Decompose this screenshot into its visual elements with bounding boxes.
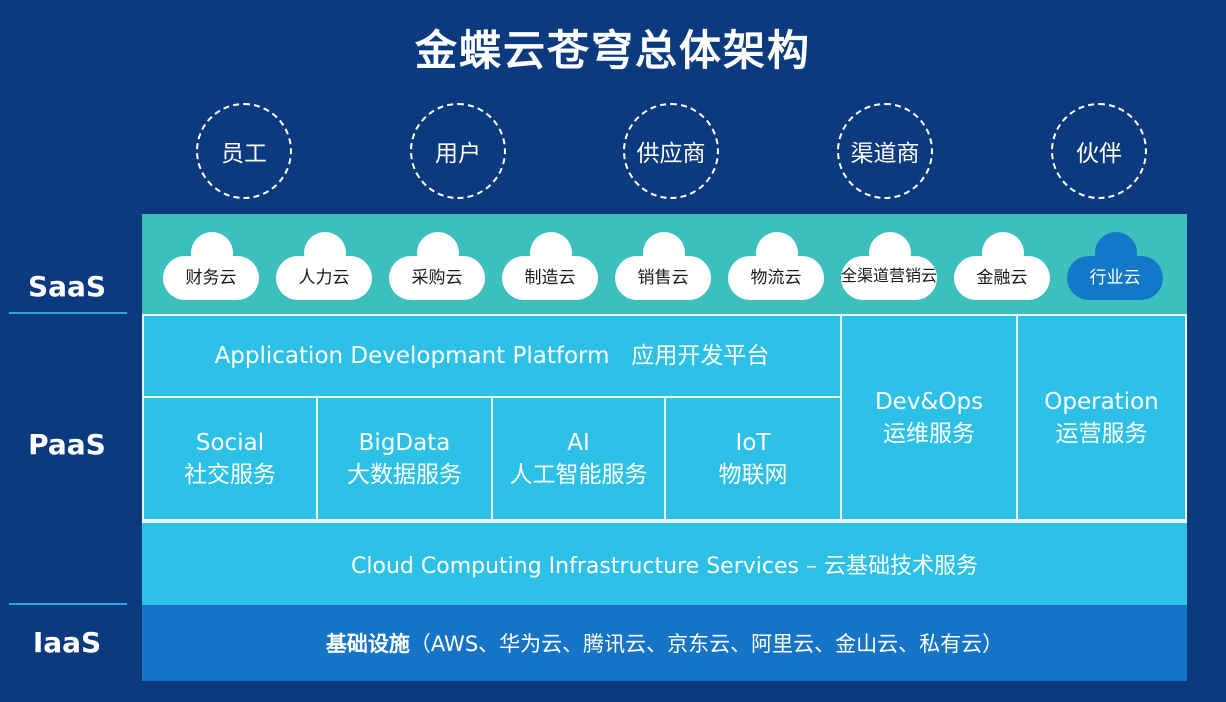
cloud-label-line1: 全渠道 xyxy=(841,266,890,285)
cloud-label: 人力云 xyxy=(298,267,350,288)
cloud-label-two-line: 全渠道 营销云 xyxy=(841,248,937,304)
module-zh: 物联网 xyxy=(718,461,788,488)
cloud-manufacturing: 制造云 xyxy=(502,232,598,300)
module-zh: 大数据服务 xyxy=(347,461,462,488)
cloud-hr: 人力云 xyxy=(276,232,372,300)
cloud-label: 金融云 xyxy=(976,267,1028,288)
app-dev-platform-label: Application Developmant Platform 应用开发平台 xyxy=(214,343,770,369)
role-partner: 伙伴 xyxy=(1051,103,1147,199)
cloud-label: 财务云 xyxy=(185,267,237,288)
cloud-label: 制造云 xyxy=(524,267,576,288)
infrastructure-label: 基础设施 xyxy=(325,632,410,656)
operation-en: Operation xyxy=(1044,389,1159,415)
cloud-label-line2: 营销云 xyxy=(889,266,938,285)
cloud-finance-service: 金融云 xyxy=(954,232,1050,300)
layer-label-paas: PaaS xyxy=(28,428,106,461)
module-en: BigData xyxy=(358,429,451,456)
role-employee: 员工 xyxy=(196,103,292,199)
layer-label-saas: SaaS xyxy=(27,270,107,303)
devops-zh: 运维服务 xyxy=(883,421,975,447)
cloud-procurement: 采购云 xyxy=(389,232,485,300)
cloud-omnichannel-marketing: 全渠道 营销云 xyxy=(841,232,937,300)
infrastructure: 基础设施（AWS、华为云、腾讯云、京东云、阿里云、金山云、私有云） xyxy=(142,605,1187,681)
cloud-logistics: 物流云 xyxy=(728,232,824,300)
cloud-finance: 财务云 xyxy=(163,232,259,300)
cloud-infra-services-label: Cloud Computing Infrastructure Services … xyxy=(351,554,978,579)
devops-service: Dev&Ops 运维服务 xyxy=(840,314,1018,521)
operation-zh: 运营服务 xyxy=(1055,421,1148,447)
cloud-industry: 行业云 xyxy=(1067,232,1163,300)
role-supplier: 供应商 xyxy=(623,103,719,199)
module-iot: IoT 物联网 xyxy=(664,396,842,521)
module-en: Social xyxy=(195,429,265,456)
module-zh: 人工智能服务 xyxy=(509,461,648,488)
cloud-label: 物流云 xyxy=(750,267,802,288)
layer-divider-saas xyxy=(9,312,127,314)
layer-label-iaas: IaaS xyxy=(32,626,102,659)
cloud-label: 行业云 xyxy=(1089,267,1141,288)
module-ai: AI 人工智能服务 xyxy=(491,396,666,521)
module-en: AI xyxy=(567,429,590,456)
cloud-infra-services: Cloud Computing Infrastructure Services … xyxy=(142,521,1187,605)
operation-service: Operation 运营服务 xyxy=(1016,314,1187,521)
page-title: 金蝶云苍穹总体架构 xyxy=(414,26,811,75)
layer-divider-iaas xyxy=(9,603,127,605)
infrastructure-providers: （AWS、华为云、腾讯云、京东云、阿里云、金山云、私有云） xyxy=(409,632,1004,656)
app-dev-platform: Application Developmant Platform 应用开发平台 xyxy=(142,314,842,398)
module-zh: 社交服务 xyxy=(184,461,276,488)
role-user: 用户 xyxy=(410,103,506,199)
cloud-sales: 销售云 xyxy=(615,232,711,300)
module-en: IoT xyxy=(735,429,771,456)
module-social: Social 社交服务 xyxy=(142,396,318,521)
cloud-label: 销售云 xyxy=(637,267,689,288)
devops-en: Dev&Ops xyxy=(874,389,984,415)
cloud-label: 采购云 xyxy=(411,267,463,288)
module-bigdata: BigData 大数据服务 xyxy=(316,396,493,521)
role-channel: 渠道商 xyxy=(837,103,933,199)
